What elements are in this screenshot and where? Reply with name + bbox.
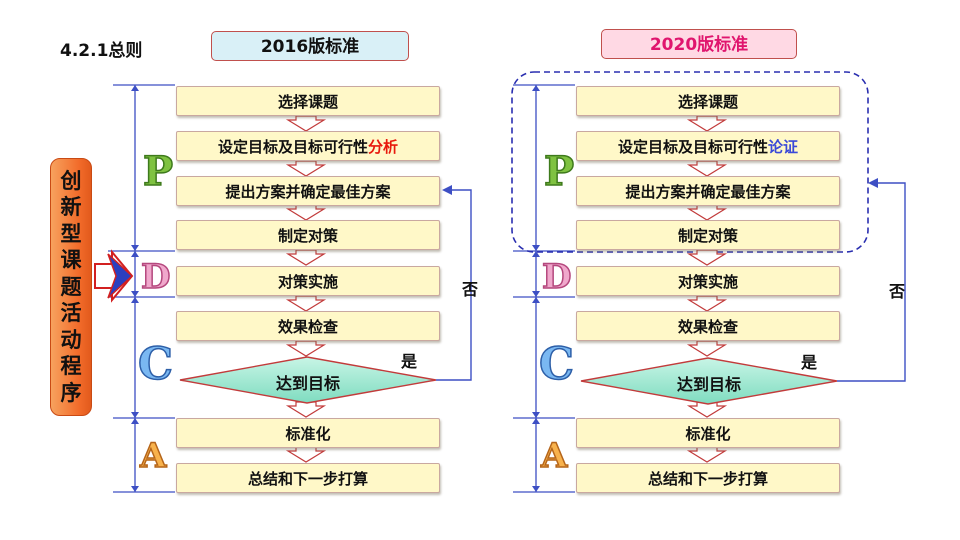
right-step-propose-plan: 提出方案并确定最佳方案 <box>576 176 840 206</box>
left-yes-label: 是 <box>401 352 418 371</box>
side-arrow <box>94 249 134 303</box>
down-arrow <box>285 204 327 221</box>
left-step-set-target: 设定目标及目标可行性分析 <box>176 131 440 161</box>
plan-group-boundary <box>511 71 869 253</box>
down-arrow <box>285 160 327 177</box>
left-decision-label: 达到目标 <box>275 374 340 393</box>
standard-2020-title: 2020版标准 <box>601 29 797 59</box>
left-step-select-topic: 选择课题 <box>176 86 440 116</box>
left-pdca-a: A <box>139 435 167 477</box>
right-decision-label: 达到目标 <box>676 375 741 394</box>
standard-2016-title: 2016版标准 <box>211 31 409 61</box>
side-label-char: 动 <box>60 327 82 352</box>
down-arrow <box>686 115 728 132</box>
down-arrow <box>686 340 728 357</box>
right-no-loop <box>837 178 906 382</box>
right-pdca-d: D <box>541 256 572 298</box>
side-label-char: 课 <box>60 248 82 273</box>
left-no-label: 否 <box>462 280 479 299</box>
right-step-set-target-highlight: 论证 <box>768 138 799 156</box>
down-arrow <box>285 249 327 266</box>
side-label-char: 题 <box>60 274 82 299</box>
right-step-check-effect: 效果检查 <box>576 311 840 341</box>
left-pdca-d: D <box>140 256 171 298</box>
left-no-loop <box>436 185 472 381</box>
right-bracket-ticks <box>532 85 540 492</box>
left-step-propose-plan: 提出方案并确定最佳方案 <box>176 176 440 206</box>
right-step-implement: 对策实施 <box>576 266 840 296</box>
down-arrow <box>285 340 327 357</box>
side-label-char: 序 <box>60 380 82 405</box>
left-phase-brackets <box>108 84 175 493</box>
left-step-set-target-highlight: 分析 <box>368 138 399 156</box>
right-phase-brackets <box>513 84 575 493</box>
side-label-char: 活 <box>60 301 82 326</box>
down-arrow <box>686 446 728 463</box>
right-step-set-target-text: 设定目标及目标可行性 <box>617 138 768 156</box>
right-step-summary: 总结和下一步打算 <box>576 463 840 493</box>
down-arrow <box>285 401 327 418</box>
right-down-arrows <box>686 115 728 463</box>
down-arrow <box>686 204 728 221</box>
side-label-char: 程 <box>60 354 82 379</box>
side-label-char: 型 <box>60 221 82 246</box>
right-no-label: 否 <box>889 282 906 301</box>
right-step-set-target: 设定目标及目标可行性论证 <box>576 131 840 161</box>
right-step-select-topic: 选择课题 <box>576 86 840 116</box>
down-arrow <box>686 160 728 177</box>
left-pdca-p: P <box>142 148 174 195</box>
down-arrow <box>686 295 728 312</box>
side-label-char: 创 <box>60 168 82 193</box>
right-step-standardize: 标准化 <box>576 418 840 448</box>
right-pdca-p: P <box>543 148 575 195</box>
innovative-project-procedure-label: 创 新 型 课 题 活 动 程 序 <box>50 158 92 416</box>
left-step-standardize: 标准化 <box>176 418 440 448</box>
right-pdca-c: C <box>538 339 575 390</box>
right-yes-label: 是 <box>801 353 818 372</box>
left-down-arrows <box>285 115 327 463</box>
left-step-summary: 总结和下一步打算 <box>176 463 440 493</box>
left-step-check-effect: 效果检查 <box>176 311 440 341</box>
down-arrow <box>285 446 327 463</box>
section-title: 4.2.1总则 <box>60 41 143 61</box>
left-pdca-c: C <box>137 339 174 390</box>
down-arrow <box>285 115 327 132</box>
left-bracket-ticks <box>131 85 139 492</box>
right-pdca-a: A <box>540 435 568 477</box>
down-arrow <box>285 295 327 312</box>
right-step-make-countermeasures: 制定对策 <box>576 220 840 250</box>
left-step-make-countermeasures: 制定对策 <box>176 220 440 250</box>
side-label-char: 新 <box>60 195 82 220</box>
down-arrow <box>686 249 728 266</box>
left-step-implement: 对策实施 <box>176 266 440 296</box>
left-step-set-target-text: 设定目标及目标可行性 <box>217 138 368 156</box>
